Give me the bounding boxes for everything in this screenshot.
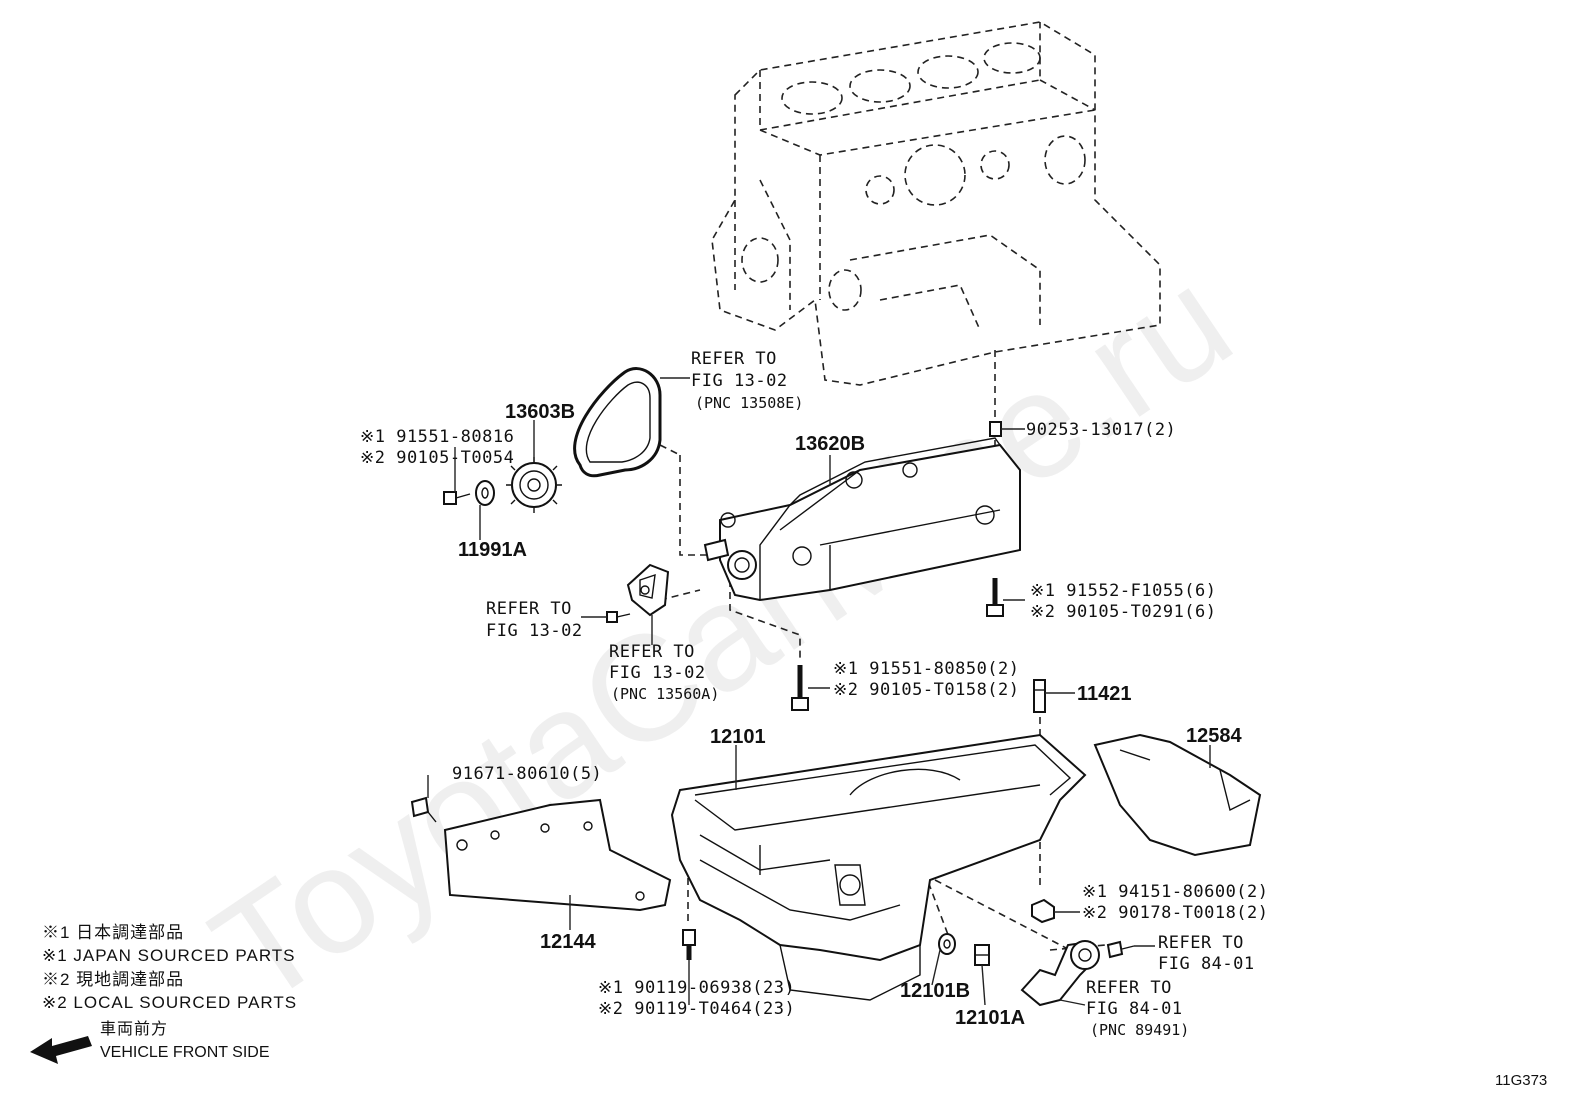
pan-bolt-pn2: ※2 90119-T0464(23) [598,999,795,1019]
legend-line3: ※2 現地調達部品 [42,970,184,989]
mid-bolt-pn2: ※2 90105-T0158(2) [833,680,1020,700]
part-12584: 12584 [1186,725,1242,747]
oil-pump-body [703,437,1021,602]
leader-lines [427,377,1211,1006]
bolt-91671-pn: 91671-80610(5) [452,764,602,784]
pan-bolt-90119 [682,929,696,960]
ref-84b-line3: (PNC 89491) [1090,1021,1189,1039]
ref-84a-line2: FIG 84-01 [1158,954,1255,974]
ref-mid-line3: (PNC 13560A) [611,685,719,703]
ref-left-line2: FIG 13-02 [486,621,583,641]
mid-bolt-pn1: ※1 91551-80850(2) [833,659,1020,679]
gasket-12101B [938,933,956,955]
part-12101: 12101 [710,726,766,748]
bolt-91552 [986,578,1004,617]
ref-84b-line2: FIG 84-01 [1086,999,1183,1019]
chain-tensioner [626,563,670,617]
front-label-en: VEHICLE FRONT SIDE [100,1044,270,1061]
pan-bolt-pn1: ※1 90119-06938(23) [598,978,795,998]
front-label-jp: 車両前方 [100,1020,168,1038]
legend-line4: ※2 LOCAL SOURCED PARTS [42,993,297,1012]
stud-90253 [989,421,1002,437]
chain-ref-line2: FIG 13-02 [691,371,788,391]
sprocket-bolt-pn1: ※1 91551-80816 [360,427,514,447]
crank-sprocket [506,457,562,513]
ref-84b-line1: REFER TO [1086,978,1172,998]
bolt-91551 [791,665,809,711]
figure-code: 11G373 [1495,1072,1547,1089]
sprocket-bolt-pn2: ※2 90105-T0054 [360,448,514,468]
nut-pn2: ※2 90178-T0018(2) [1082,903,1269,923]
sprocket-bolt [443,491,471,505]
pump-bolt-pn1: ※1 91552-F1055(6) [1030,581,1217,601]
legend-line2: ※1 JAPAN SOURCED PARTS [42,946,296,965]
pump-bolt-pn2: ※2 90105-T0291(6) [1030,602,1217,622]
sensor-bolt [1106,940,1135,959]
part-11991A: 11991A [458,539,527,561]
stud-11421 [1033,679,1046,713]
drain-plug-12101A [974,944,990,966]
bolt-91671 [410,796,437,823]
part-11421: 11421 [1077,683,1132,705]
part-12101A: 12101A [955,1007,1025,1029]
legend-line1: ※1 日本調達部品 [42,923,184,942]
oil-level-bracket [1020,940,1100,1007]
nut-94151 [1031,898,1055,924]
part-12101B: 12101B [900,980,970,1002]
cover-12584 [1093,733,1262,857]
nut-pn1: ※1 94151-80600(2) [1082,882,1269,902]
part-13603B: 13603B [505,401,575,423]
ref-84a-line1: REFER TO [1158,933,1244,953]
ref-mid-line1: REFER TO [609,642,695,662]
part-13620B: 13620B [795,433,865,455]
baffle-12144 [443,798,672,912]
vehicle-front-arrow-icon [30,1036,92,1064]
crank-washer [475,480,495,506]
timing-chain [573,367,662,478]
ref-mid-line2: FIG 13-02 [609,663,706,683]
part-12144: 12144 [540,931,596,953]
oil-pan [670,733,1087,1001]
stud-90253-pn: 90253-13017(2) [1026,420,1176,440]
chain-ref-line1: REFER TO [691,349,777,369]
ref-left-line1: REFER TO [486,599,572,619]
chain-ref-line3: (PNC 13508E) [695,394,803,412]
engine-block-outline [711,21,1161,386]
